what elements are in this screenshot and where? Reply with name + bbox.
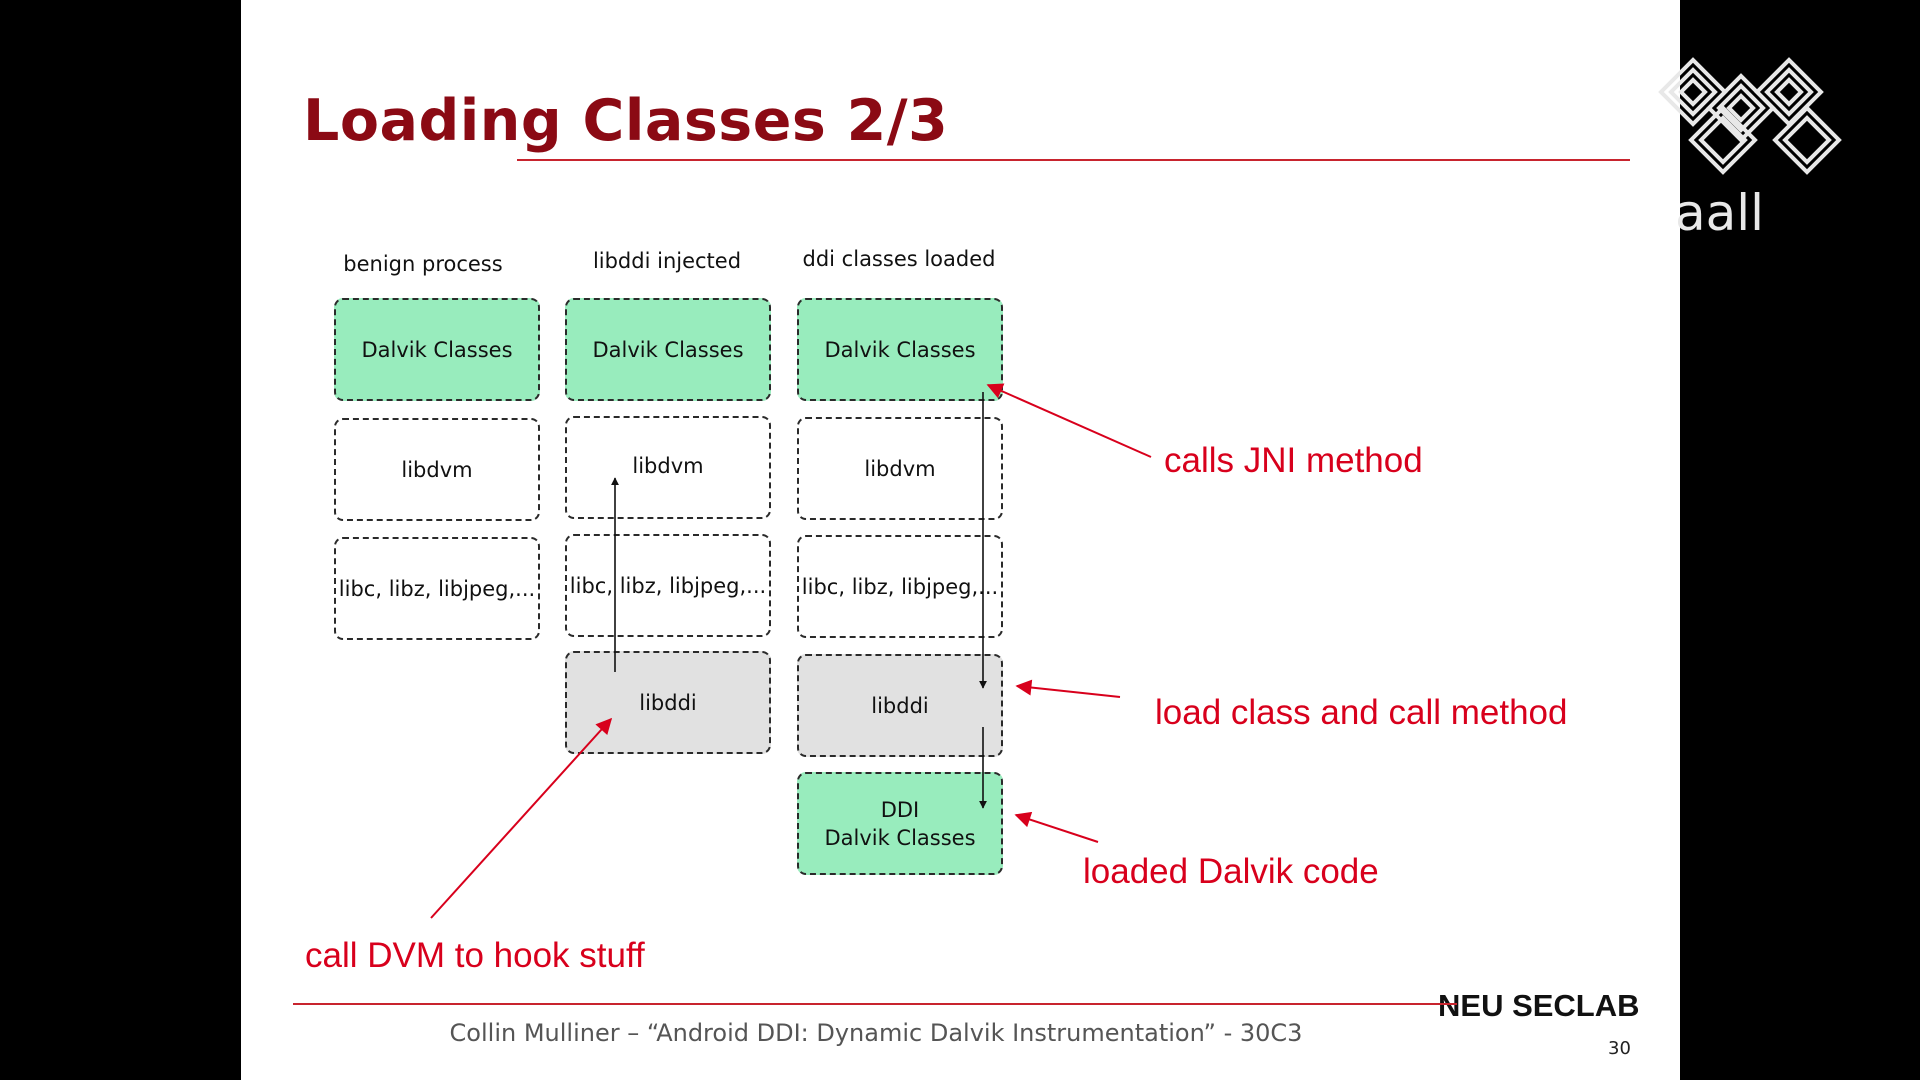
box-libddi: libddi (565, 651, 771, 754)
box-label: libddi (871, 693, 929, 718)
box-dalvik-classes: Dalvik Classes (334, 298, 540, 401)
footer-rule (293, 1003, 1457, 1005)
logo-text: aall (1675, 184, 1764, 238)
event-logo-icon: aall (1658, 57, 1842, 238)
box-label: Dalvik Classes (361, 337, 513, 362)
annotation-load-class: load class and call method (1155, 693, 1568, 732)
box-label: libdvm (632, 453, 704, 478)
box-native-libs: libc, libz, libjpeg,... (334, 537, 540, 640)
annotation-loaded-code: loaded Dalvik code (1083, 852, 1379, 891)
box-label-line-2: Dalvik Classes (824, 825, 976, 850)
box-label: libc, libz, libjpeg,... (801, 574, 999, 599)
box-dalvik-classes: Dalvik Classes (565, 298, 771, 401)
column-header-loaded: ddi classes loaded (802, 247, 996, 271)
callout-arrow-jni (986, 383, 1152, 458)
box-label: Dalvik Classes (592, 337, 744, 362)
box-label: Dalvik Classes (824, 337, 976, 362)
lab-name: NEU SECLAB (1438, 988, 1640, 1023)
box-libddi: libddi (797, 654, 1003, 757)
box-native-libs: libc, libz, libjpeg,... (797, 535, 1003, 638)
box-ddi-dalvik-classes: DDI Dalvik Classes (797, 772, 1003, 875)
box-label: libdvm (864, 456, 936, 481)
callout-arrow-load-class (1015, 679, 1121, 698)
page-number: 30 (1608, 1038, 1631, 1059)
box-label: libdvm (401, 457, 473, 482)
box-dalvik-classes: Dalvik Classes (797, 298, 1003, 401)
box-label: libddi (639, 690, 697, 715)
slide-title: Loading Classes 2/3 (303, 88, 949, 154)
box-native-libs: libc, libz, libjpeg,... (565, 534, 771, 637)
box-libdvm: libdvm (565, 416, 771, 519)
column-header-benign: benign process (343, 252, 503, 276)
box-label: libc, libz, libjpeg,... (338, 576, 536, 601)
box-label: libc, libz, libjpeg,... (569, 573, 767, 598)
column-header-injected: libddi injected (592, 249, 742, 273)
box-libdvm: libdvm (334, 418, 540, 521)
annotation-calls-jni: calls JNI method (1164, 441, 1423, 480)
callout-arrow-loaded-code (1014, 811, 1099, 843)
box-libdvm: libdvm (797, 417, 1003, 520)
slide: Loading Classes 2/3 benign process libdd… (241, 0, 1680, 1080)
title-rule (517, 159, 1630, 161)
footer-citation: Collin Mulliner – “Android DDI: Dynamic … (449, 1019, 1303, 1047)
box-label-line-1: DDI (880, 797, 920, 822)
annotation-call-dvm: call DVM to hook stuff (305, 936, 645, 975)
